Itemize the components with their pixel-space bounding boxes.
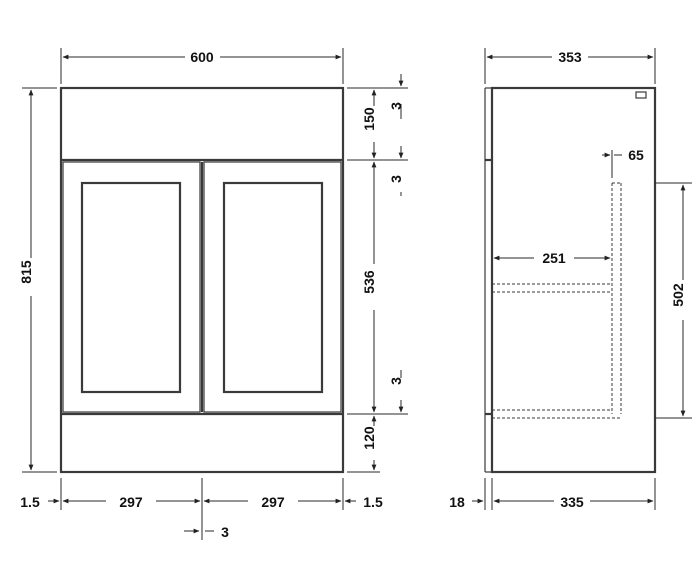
front-view (59, 86, 345, 474)
dim-inner-depth: 65 (602, 147, 644, 178)
side-view (484, 86, 657, 474)
dim-side-depth: 353 (484, 48, 656, 84)
right-door-panel (222, 181, 324, 394)
left-door-panel (80, 181, 182, 394)
gap-mid-label: 3 (388, 175, 404, 183)
front-height-label: 815 (18, 260, 34, 284)
plinth-label: 120 (361, 426, 377, 450)
dim-front-vertical-chain: 150 536 120 3 3 3 (347, 74, 408, 473)
side-left-label: 1.5 (20, 494, 40, 510)
dim-front-height: 815 (18, 87, 57, 473)
inner-height-label: 502 (670, 283, 686, 307)
side-right-label: 1.5 (363, 494, 383, 510)
door-thickness-label: 18 (449, 494, 465, 510)
carcass-depth-label: 335 (560, 494, 584, 510)
front-width-label: 600 (190, 49, 214, 65)
dim-shelf-depth: 251 (493, 250, 611, 266)
dim-front-width: 600 (60, 48, 344, 84)
door-right-width-label: 297 (261, 494, 285, 510)
side-outline (490, 86, 657, 474)
top-panel-label: 150 (361, 107, 377, 131)
shelf-depth-label: 251 (542, 250, 566, 266)
dim-front-horizontal-chain: 1.5 297 297 1.5 3 (20, 478, 383, 540)
side-depth-label: 353 (558, 49, 582, 65)
left-door (62, 161, 201, 413)
door-height-label: 536 (361, 270, 377, 294)
door-left-width-label: 297 (119, 494, 143, 510)
dim-inner-height: 502 (655, 182, 692, 419)
gap-low-label: 3 (388, 377, 404, 385)
gap-top-label: 3 (388, 102, 404, 110)
center-gap-label: 3 (221, 524, 229, 540)
cabinet-outline (59, 86, 345, 474)
dim-side-bottom-chain: 18 335 (449, 478, 656, 510)
inner-depth-label: 65 (628, 147, 644, 163)
hinge-icon (635, 91, 647, 99)
right-door (203, 161, 342, 413)
